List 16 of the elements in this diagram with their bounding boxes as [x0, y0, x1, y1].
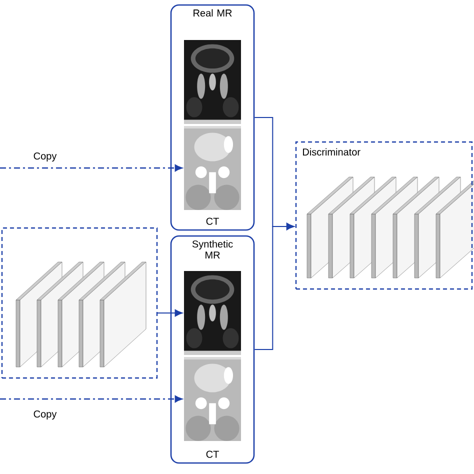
panel-label: CT [206, 218, 219, 225]
edge-label: Copy [32, 409, 58, 421]
picture [184, 40, 241, 124]
picture [184, 357, 241, 441]
arrow [0, 164, 182, 172]
edge-label: Copy [32, 151, 58, 163]
box-title: Discriminator [303, 148, 360, 156]
panel-title: Real MR [194, 9, 232, 17]
arrow [0, 396, 182, 402]
arrow [254, 222, 294, 350]
panel-title: Synthetic MR [192, 240, 233, 258]
arrow [156, 309, 183, 317]
dashed-box [1, 227, 158, 379]
picture [184, 271, 241, 355]
picture [184, 126, 241, 210]
panel-label: CT [206, 450, 219, 458]
